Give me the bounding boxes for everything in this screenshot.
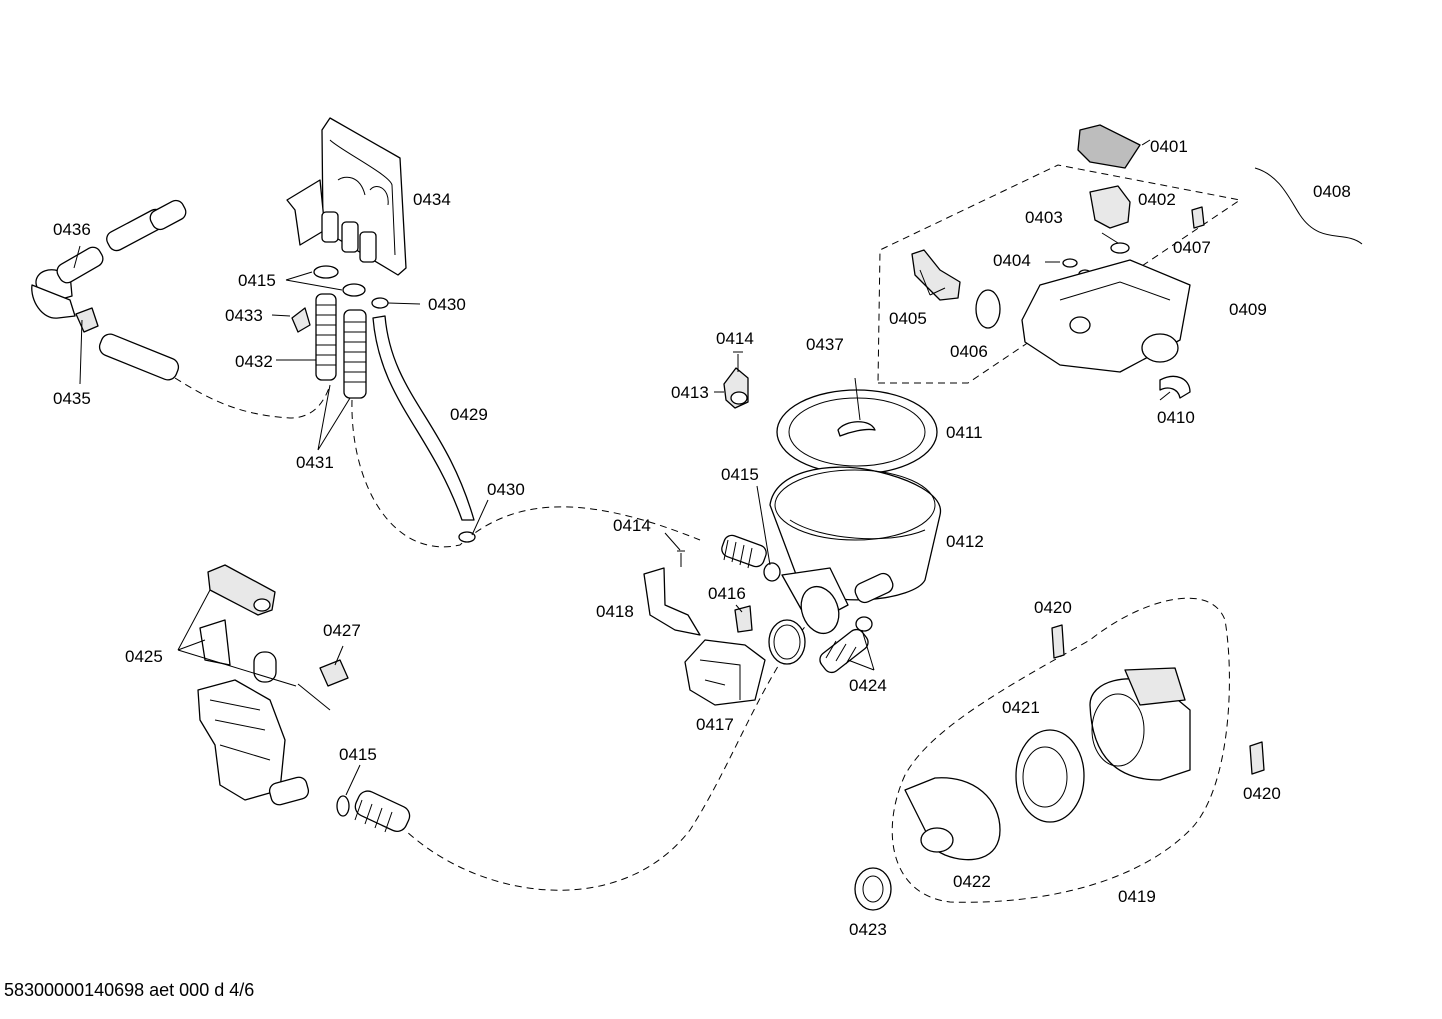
label-0424: 0424: [849, 676, 887, 695]
label-0413: 0413: [671, 383, 709, 402]
label-0420-lower: 0420: [1243, 784, 1281, 803]
label-0434: 0434: [413, 190, 451, 209]
label-0430-upper: 0430: [428, 295, 466, 314]
label-0407: 0407: [1173, 238, 1211, 257]
label-0415-top: 0415: [238, 271, 276, 290]
label-0427: 0427: [323, 621, 361, 640]
label-0405: 0405: [889, 309, 927, 328]
label-0411: 0411: [946, 423, 983, 442]
label-0418: 0418: [596, 602, 634, 621]
label-0422: 0422: [953, 872, 991, 891]
part-group-heater: [911, 124, 1363, 399]
label-0414-lower: 0414: [613, 516, 651, 535]
label-0437: 0437: [806, 335, 844, 354]
leader-lines: [73, 139, 1171, 796]
label-0423: 0423: [849, 920, 887, 939]
label-0402: 0402: [1138, 190, 1176, 209]
label-0420-upper: 0420: [1034, 598, 1072, 617]
label-0401: 0401: [1150, 137, 1188, 156]
label-0421: 0421: [1002, 698, 1040, 717]
part-group-hoses-upper: [291, 265, 476, 543]
label-0419: 0419: [1118, 887, 1156, 906]
label-0403: 0403: [1025, 208, 1063, 227]
part-group-circulation-pump: [854, 624, 1265, 911]
inlet-hose-assembly: [31, 199, 187, 381]
part-labels: 0401 0402 0403 0404 0405 0406 0407 0408 …: [53, 137, 1351, 939]
dashed-guides: [174, 164, 1242, 903]
label-0415-bottom: 0415: [339, 745, 377, 764]
label-0435: 0435: [53, 389, 91, 408]
label-0417: 0417: [696, 715, 734, 734]
part-group-sump-accessories: [643, 351, 873, 706]
label-0430-lower: 0430: [487, 480, 525, 499]
label-0431: 0431: [296, 453, 334, 472]
part-0434-panel: [286, 117, 407, 276]
label-0429: 0429: [450, 405, 488, 424]
part-group-sump: [769, 389, 942, 635]
label-0432: 0432: [235, 352, 273, 371]
label-0416: 0416: [708, 584, 746, 603]
label-0412: 0412: [946, 532, 984, 551]
label-0408: 0408: [1313, 182, 1351, 201]
label-0409: 0409: [1229, 300, 1267, 319]
label-0414-upper: 0414: [716, 329, 754, 348]
label-0404: 0404: [993, 251, 1031, 270]
label-0410: 0410: [1157, 408, 1195, 427]
part-group-drain-pump: [197, 564, 411, 833]
label-0436: 0436: [53, 220, 91, 239]
drawing-id: 58300000140698 aet 000 d 4/6: [4, 980, 254, 1000]
label-0415-middle: 0415: [721, 465, 759, 484]
label-0425: 0425: [125, 647, 163, 666]
label-0406: 0406: [950, 342, 988, 361]
label-0433: 0433: [225, 306, 263, 325]
